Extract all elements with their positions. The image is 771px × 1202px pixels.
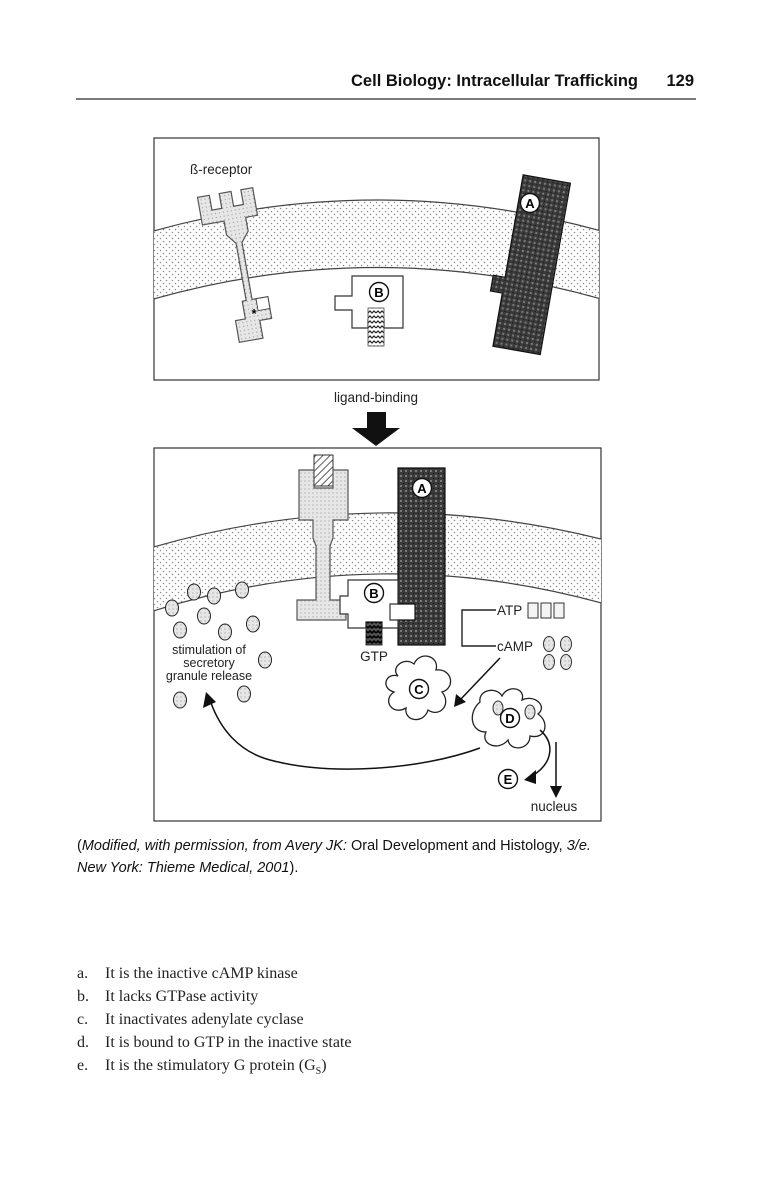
beta-receptor-activated: [296, 469, 349, 621]
camp-bound-1: [492, 700, 504, 716]
header-rule: [76, 98, 696, 100]
secretion-arrow: [209, 699, 481, 770]
figure-caption: (Modified, with permission, from Avery J…: [77, 835, 677, 879]
page-number: 129: [666, 72, 694, 90]
secretion-label-line-3: granule release: [166, 669, 252, 683]
caption-publisher: New York: Thieme Medical, 2001: [77, 860, 290, 876]
running-head-title: Cell Biology: Intracellular Trafficking: [351, 72, 638, 90]
answer-option: e. It is the stimulatory G protein (GS): [77, 1054, 351, 1077]
caption-close: ).: [289, 860, 299, 876]
option-suffix: ): [321, 1057, 327, 1074]
adenylate-cyclase-a-inactive: [489, 174, 572, 356]
camp-molecules: [543, 636, 572, 670]
d-to-e-arrow: [531, 729, 551, 777]
camp-to-d-arrow: [459, 657, 501, 701]
label-e: E: [504, 772, 513, 787]
caption-open-paren: (: [77, 838, 82, 854]
camp-label: cAMP: [497, 639, 533, 654]
atp-molecules: [527, 602, 565, 619]
beta-receptor: [196, 186, 273, 344]
caption-edition: 3/e.: [566, 838, 591, 854]
option-letter: b.: [77, 988, 89, 1005]
camp-bound-2: [524, 704, 536, 720]
bottom-panel: A B GTP ATP cAMP: [153, 447, 602, 822]
receptor-signaling-figure: * ß-receptor B A ligand-binding: [153, 137, 602, 822]
option-text: It is the stimulatory G protein (G: [105, 1057, 316, 1074]
ligand-binding-label: ligand-binding: [334, 390, 418, 405]
answer-option: c. It inactivates adenylate cyclase: [77, 1008, 351, 1031]
option-text: It inactivates adenylate cyclase: [105, 1011, 304, 1028]
secretory-granules: [165, 581, 272, 709]
label-c: C: [414, 682, 424, 697]
answer-options: a. It is the inactive cAMP kinase b. It la…: [77, 962, 351, 1077]
answer-option: a. It is the inactive cAMP kinase: [77, 962, 351, 985]
atp-camp-bracket: [461, 609, 496, 647]
caption-credit: Modified, with permission, from Avery JK…: [81, 838, 347, 854]
option-subscript: S: [315, 1066, 322, 1078]
answer-option: b. It lacks GTPase activity: [77, 985, 351, 1008]
option-text: It is the inactive cAMP kinase: [105, 965, 298, 982]
label-a-top: A: [525, 196, 535, 211]
atp-label: ATP: [497, 603, 522, 618]
answer-option: d. It is bound to GTP in the inactive sta…: [77, 1031, 351, 1054]
option-letter: c.: [77, 1011, 89, 1028]
option-letter: e.: [77, 1057, 89, 1074]
label-a-bottom: A: [417, 481, 427, 496]
ligand: [313, 454, 334, 487]
page-header: Cell Biology: Intracellular Trafficking …: [0, 0, 771, 100]
secretion-label-line-1: stimulation of: [172, 643, 246, 657]
option-text: It is bound to GTP in the inactive state: [105, 1034, 352, 1051]
option-letter: d.: [77, 1034, 89, 1051]
caption-book-title: Oral Development and Histology,: [346, 838, 567, 854]
gtp-label: GTP: [360, 649, 388, 664]
label-b-top: B: [374, 285, 383, 300]
label-d: D: [505, 711, 514, 726]
option-letter: a.: [77, 965, 89, 982]
option-text: It lacks GTPase activity: [105, 988, 259, 1005]
label-b-bottom: B: [369, 586, 378, 601]
nucleus-label: nucleus: [531, 799, 578, 814]
binding-site-asterisk: *: [251, 306, 257, 321]
beta-receptor-label: ß-receptor: [190, 162, 253, 177]
top-panel: * ß-receptor B A: [153, 137, 600, 381]
secretion-label-line-2: secretory: [183, 656, 235, 670]
ligand-binding-arrow: [352, 412, 400, 446]
